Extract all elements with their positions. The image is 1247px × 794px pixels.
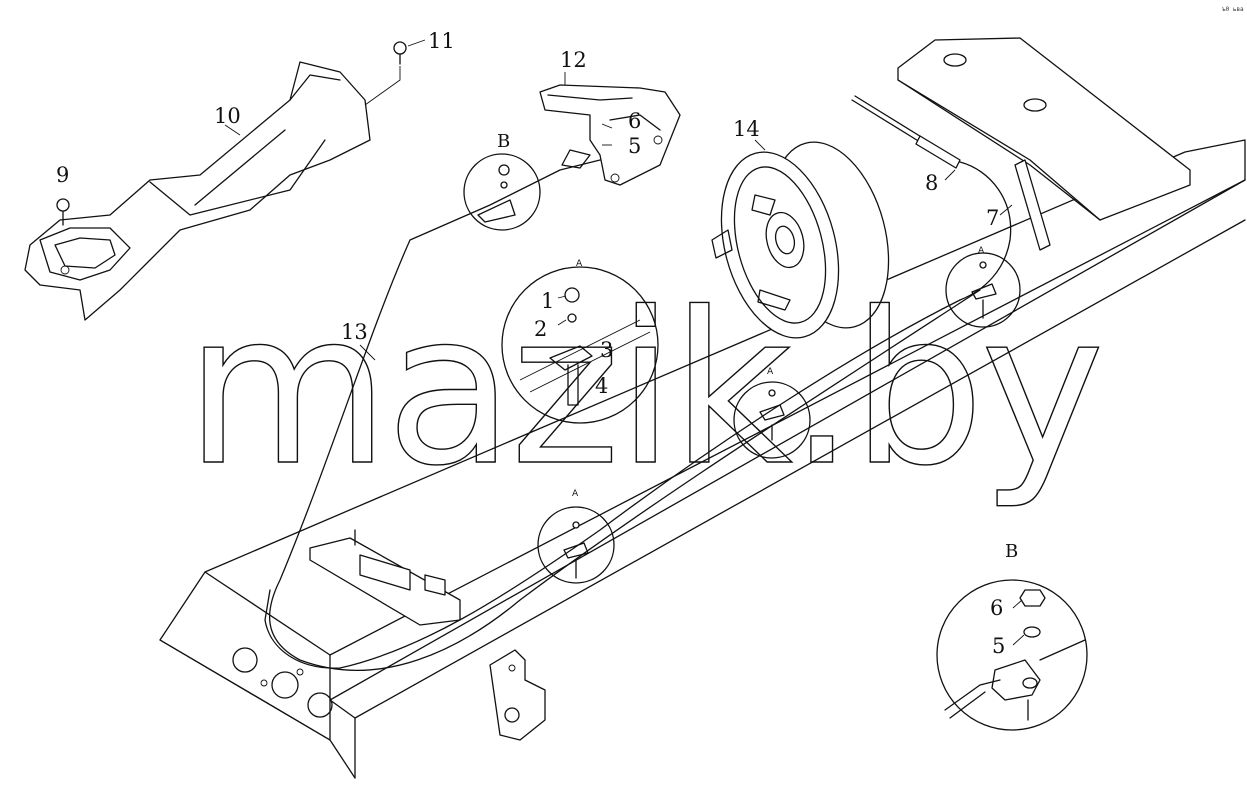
callout-1: 1: [541, 289, 554, 313]
front-cable-part-13: [269, 149, 981, 671]
callout-9: 9: [56, 163, 69, 187]
view-label-a-lower: A: [572, 489, 579, 499]
detail-circle-a-right: [945, 252, 1021, 328]
detail-circle-b-small: [463, 153, 541, 231]
watermark-text: mazik.by: [185, 267, 1101, 512]
callout-10: 10: [214, 104, 241, 128]
brake-drum-part-14: [711, 141, 890, 339]
view-label-a-main: A: [576, 259, 583, 269]
detail-view-b-large: [936, 579, 1088, 731]
callout-14: 14: [733, 117, 760, 141]
callout-7: 7: [986, 206, 999, 230]
callout-2: 2: [534, 317, 547, 341]
screw-part-11: [364, 41, 407, 106]
detail-b-callout-6: 6: [990, 596, 1003, 620]
detail-circle-a-main: [501, 266, 659, 424]
callout-12: 12: [560, 48, 587, 72]
callout-4: 4: [595, 374, 608, 398]
parking-brake-lever-part-12: [539, 84, 681, 186]
rear-cable-parts-7-8: [264, 95, 1012, 669]
detail-b-callout-5: 5: [992, 634, 1005, 658]
view-label-b-small: B: [497, 131, 510, 152]
console-cover-part-10: [24, 61, 371, 321]
callout-3: 3: [600, 338, 613, 362]
callout-13: 13: [341, 320, 368, 344]
detail-circle-a-mid: [733, 381, 811, 459]
frame-rail: [159, 139, 1246, 779]
view-label-a-right: A: [978, 246, 985, 256]
view-label-b-large: B: [1005, 541, 1018, 562]
screw-part-9: [56, 198, 70, 226]
floor-plate: [897, 37, 1191, 251]
callout-numbers: 1 2 3 4 5 6 7 8 9 10 11 12 13 14: [56, 29, 999, 398]
callout-5: 5: [628, 134, 641, 158]
view-label-a-mid: A: [767, 367, 774, 377]
leader-lines: [224, 39, 1025, 646]
callout-6: 6: [628, 109, 641, 133]
callout-11: 11: [428, 29, 455, 53]
detail-circle-a-lower: [537, 506, 615, 584]
corner-code: ъ0 ьва: [1222, 6, 1244, 13]
callout-8: 8: [925, 171, 938, 195]
detail-view-labels: B A A A A B 6 5: [497, 131, 1018, 658]
